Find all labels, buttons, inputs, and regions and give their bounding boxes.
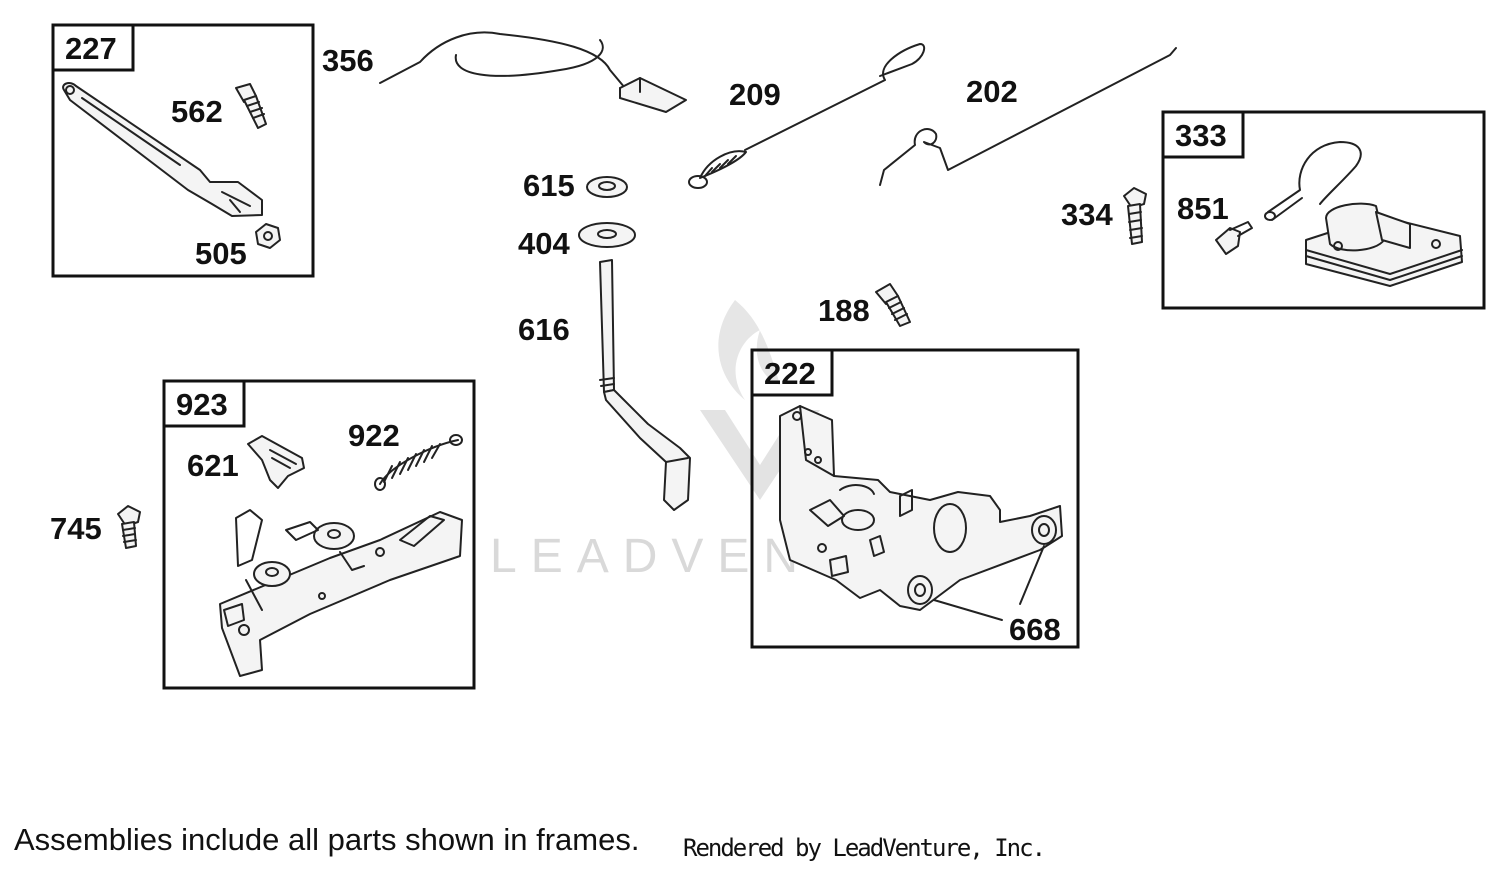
label-621: 621 [187,448,239,483]
spring-209-part [688,43,926,189]
footer-credit: Rendered by LeadVenture, Inc. [683,834,1046,862]
label-334: 334 [1061,197,1113,232]
governor-lever-part [62,82,263,217]
ignition-coil-part [1264,141,1463,287]
shaft-616-part [599,259,691,511]
link-202-part [879,47,1177,186]
label-404: 404 [518,226,570,261]
label-188: 188 [818,293,870,328]
frame-923[interactable]: 923 621 922 [162,379,476,690]
frame-333[interactable]: 333 851 [1161,110,1486,310]
label-922: 922 [348,418,400,453]
screw-745-part [117,505,141,549]
terminal-851-part [1215,221,1253,255]
frame-222[interactable]: 222 668 [750,348,1080,649]
nut-505-part [255,223,281,249]
washer-404-part [578,222,636,248]
label-562: 562 [171,94,223,129]
frame-222-label: 222 [764,356,816,391]
label-616: 616 [518,312,570,347]
label-745: 745 [50,511,102,546]
label-851: 851 [1177,191,1229,226]
frame-227-label: 227 [65,31,117,66]
cable-356-part [379,31,687,113]
washer-615-part [586,176,628,198]
label-356: 356 [322,43,374,78]
label-505: 505 [195,236,247,271]
label-209: 209 [729,77,781,112]
frame-923-label: 923 [176,387,228,422]
screw-334-part [1123,187,1147,245]
frame-333-label: 333 [1175,118,1227,153]
label-615: 615 [523,168,575,203]
label-202: 202 [966,74,1018,109]
bracket-621-part [247,435,305,489]
screw-562-part [235,83,267,129]
leader-668 [933,545,1045,621]
spring-922-part [374,434,463,491]
control-plate-part [779,405,1063,611]
label-668: 668 [1009,612,1061,647]
footer-note: Assemblies include all parts shown in fr… [14,822,640,857]
frame-227[interactable]: 227 562 505 [51,23,315,278]
control-bracket-part [219,509,463,677]
screw-188-part [875,283,911,327]
